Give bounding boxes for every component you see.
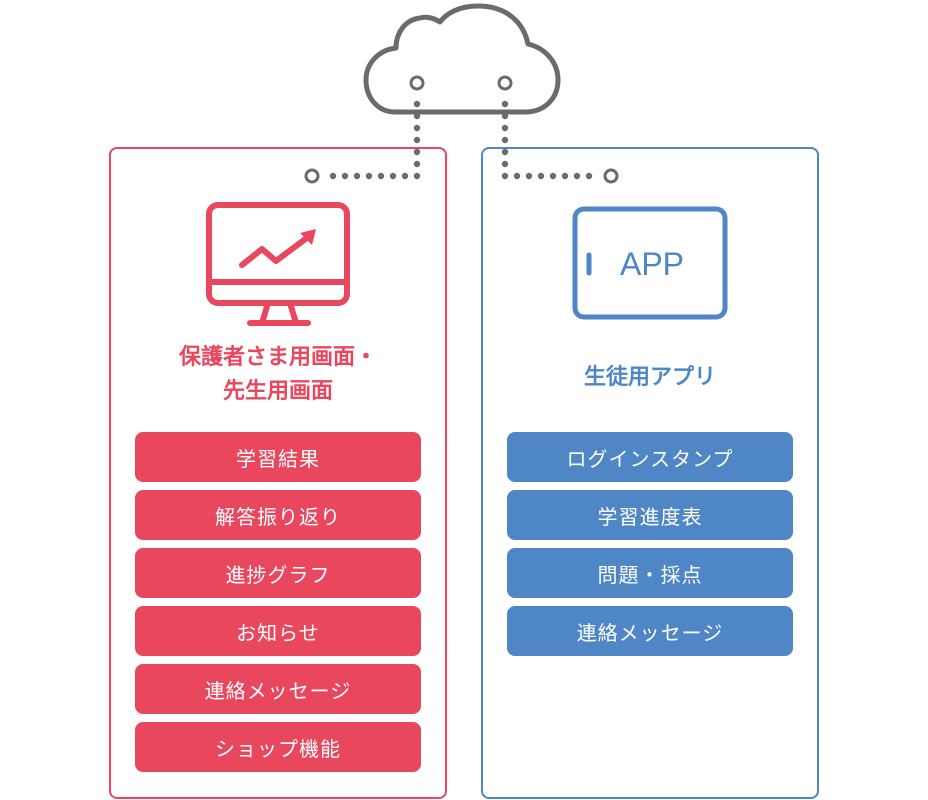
- connector-left: [329, 100, 421, 180]
- monitor-chart-icon: [206, 202, 350, 326]
- student-panel-title: 生徒用アプリ: [583, 365, 716, 390]
- cloud-port-left: [409, 75, 425, 91]
- parent-teacher-panel: 保護者さま用画面・ 先生用画面 学習結果 解答振り返り 進捗グラフ お知らせ 連…: [109, 147, 447, 799]
- app-label: APP: [620, 246, 684, 282]
- student-app-panel: APP 生徒用アプリ ログインスタンプ 学習進度表 問題・採点 連絡メッセージ: [481, 147, 819, 799]
- connector-left-end: [304, 168, 320, 184]
- cloud-icon: [363, 3, 561, 115]
- connector-right-end: [603, 168, 619, 184]
- parent-panel-title: 保護者さま用画面・ 先生用画面: [111, 341, 445, 409]
- feature-login-stamp: ログインスタンプ: [507, 432, 793, 482]
- feature-contact-message: 連絡メッセージ: [135, 664, 421, 714]
- connector-right: [501, 100, 593, 180]
- tablet-app-icon: APP: [572, 206, 728, 320]
- feature-shop: ショップ機能: [135, 722, 421, 772]
- feature-learning-progress-table: 学習進度表: [507, 490, 793, 540]
- feature-notices: お知らせ: [135, 606, 421, 656]
- feature-questions-grading: 問題・採点: [507, 548, 793, 598]
- feature-answer-review: 解答振り返り: [135, 490, 421, 540]
- cloud-port-right: [497, 75, 513, 91]
- feature-learning-results: 学習結果: [135, 432, 421, 482]
- parent-title-line2: 先生用画面: [222, 379, 333, 404]
- feature-contact-message: 連絡メッセージ: [507, 606, 793, 656]
- feature-progress-graph: 進捗グラフ: [135, 548, 421, 598]
- parent-title-line1: 保護者さま用画面・: [178, 345, 377, 370]
